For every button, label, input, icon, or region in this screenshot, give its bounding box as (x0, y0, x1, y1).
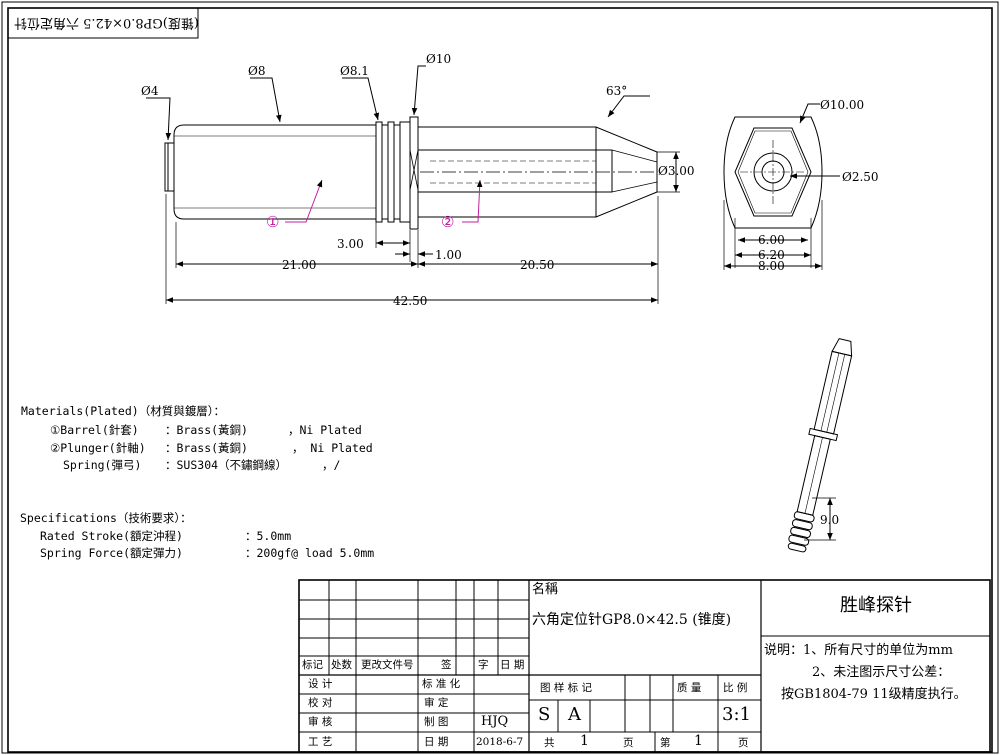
mid-date: 日 期 (424, 736, 449, 748)
rev-header-sign1: 签 (441, 659, 452, 671)
dim-42-5: 42.50 (393, 294, 428, 308)
name-label: 名稱 (532, 582, 559, 597)
company-name: 胜峰探针 (840, 595, 912, 616)
sheet-no-value: 1 (694, 733, 703, 749)
info-drawing-mark: 图 样 标 记 (540, 682, 593, 694)
sheet-total-value: 1 (580, 733, 589, 749)
barrel-outline (173, 124, 377, 220)
material-plunger-value: ：Brass(黃銅) (165, 441, 248, 455)
role-review: 审 核 (308, 716, 333, 728)
role-check: 校 对 (308, 697, 333, 709)
corner-label: (锥度)GP8.0×42.5 六角定位针 (14, 15, 199, 30)
scale-value: 3:1 (722, 704, 751, 725)
dim-end-d10: Ø10.00 (820, 98, 865, 112)
dim-end-d2-5: Ø2.50 (842, 170, 879, 184)
material-spring-name: Spring(彈弓) (63, 458, 142, 472)
dim-end-6: 6.00 (758, 233, 785, 247)
rev-header-sign2: 字 (478, 659, 489, 671)
dim-iso-9: 9.0 (820, 513, 840, 527)
dim-1: 1.00 (435, 248, 462, 262)
material-barrel-name: ①Barrel(針套) (50, 423, 139, 437)
mark-s: S (538, 704, 551, 725)
isometric-view (787, 338, 853, 553)
mid-approve: 审 定 (424, 697, 449, 709)
dim-21: 21.00 (282, 258, 317, 272)
specs-heading: Specifications（技術要求）： (20, 511, 192, 525)
note-line-2: 2、未注图示尺寸公差： (812, 665, 951, 680)
mid-drawing: 制 图 (424, 716, 449, 728)
sheet-no-label: 第 (660, 737, 671, 749)
sheet-page-label-2: 页 (738, 737, 749, 749)
role-process: 工 艺 (308, 736, 333, 748)
rev-header-docno: 更改文件号 (361, 659, 414, 671)
spec-stroke-value: ：5.0mm (245, 529, 292, 543)
sheet-total-label: 共 (544, 737, 555, 749)
dim-angle: 63° (606, 84, 628, 98)
dim-d8: Ø8 (248, 64, 266, 78)
drawer-value: HJQ (481, 714, 509, 729)
dim-20-5: 20.50 (520, 258, 555, 272)
mid-standard: 标 准 化 (422, 678, 461, 690)
tip-button (164, 142, 175, 192)
dim-end-8: 8.00 (758, 259, 785, 273)
spec-force-name: Spring Force(額定彈力) (40, 546, 183, 560)
rev-header-count: 处数 (331, 659, 352, 671)
sheet-page-label-1: 页 (623, 737, 634, 749)
date-value: 2018-6-7 (476, 736, 524, 748)
rev-header-date: 日 期 (500, 659, 525, 671)
note-line-3: 按GB1804-79 11级精度执行。 (781, 687, 967, 702)
material-plunger-name: ②Plunger(針軸) (50, 441, 146, 455)
rev-header-mark: 标记 (302, 659, 323, 671)
material-barrel-plating: ，Ni Plated (288, 423, 362, 437)
callout-barrel: ① (266, 213, 280, 231)
spec-force-value: ：200gf@ load 5.0mm (245, 546, 375, 560)
dim-d3: Ø3.00 (658, 164, 695, 178)
info-scale: 比 例 (723, 682, 748, 694)
info-weight: 质 量 (677, 682, 702, 694)
callout-plunger: ② (441, 213, 455, 231)
material-barrel-value: ：Brass(黃銅) (165, 423, 248, 437)
collar (409, 116, 419, 230)
part-name: 六角定位针GP8.0×42.5 (锥度) (532, 612, 732, 628)
material-spring-value: ：SUS304（不鏽鋼線） (165, 458, 288, 472)
dim-end-6-2: 6.20 (758, 248, 785, 262)
materials-heading: Materials(Plated)（材質與鍍層）： (21, 404, 225, 418)
spec-stroke-name: Rated Stroke(額定沖程) (40, 529, 183, 543)
dim-d8-1: Ø8.1 (340, 64, 369, 78)
role-design: 设 计 (308, 678, 333, 690)
material-spring-plating: ，/ (322, 458, 341, 472)
note-line-1: 说明：1、所有尺寸的单位为mm (764, 643, 953, 658)
title-block (298, 579, 991, 753)
dim-d4: Ø4 (141, 84, 159, 98)
dim-3: 3.00 (337, 237, 364, 251)
mark-a: A (568, 704, 581, 725)
material-plunger-plating: ， Ni Plated (292, 441, 373, 455)
dim-d10: Ø10 (426, 52, 452, 66)
